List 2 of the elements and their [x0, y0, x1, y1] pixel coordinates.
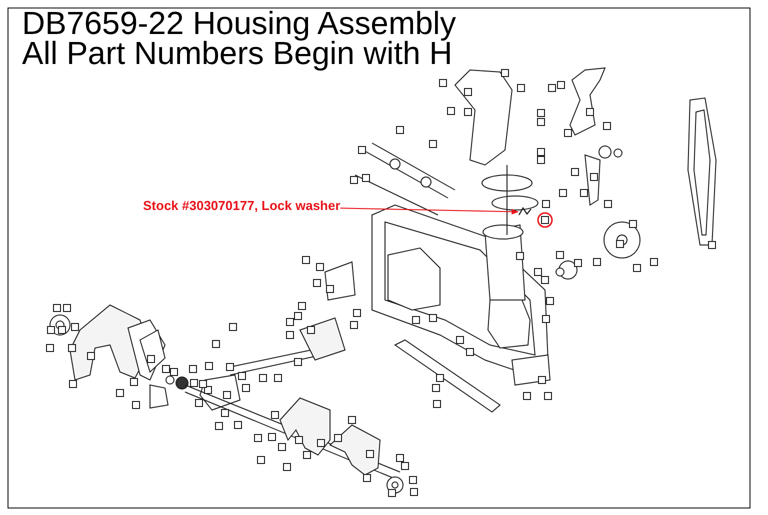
callout-label: Stock #303070177, Lock washer [143, 198, 340, 214]
leader-line [340, 208, 519, 215]
